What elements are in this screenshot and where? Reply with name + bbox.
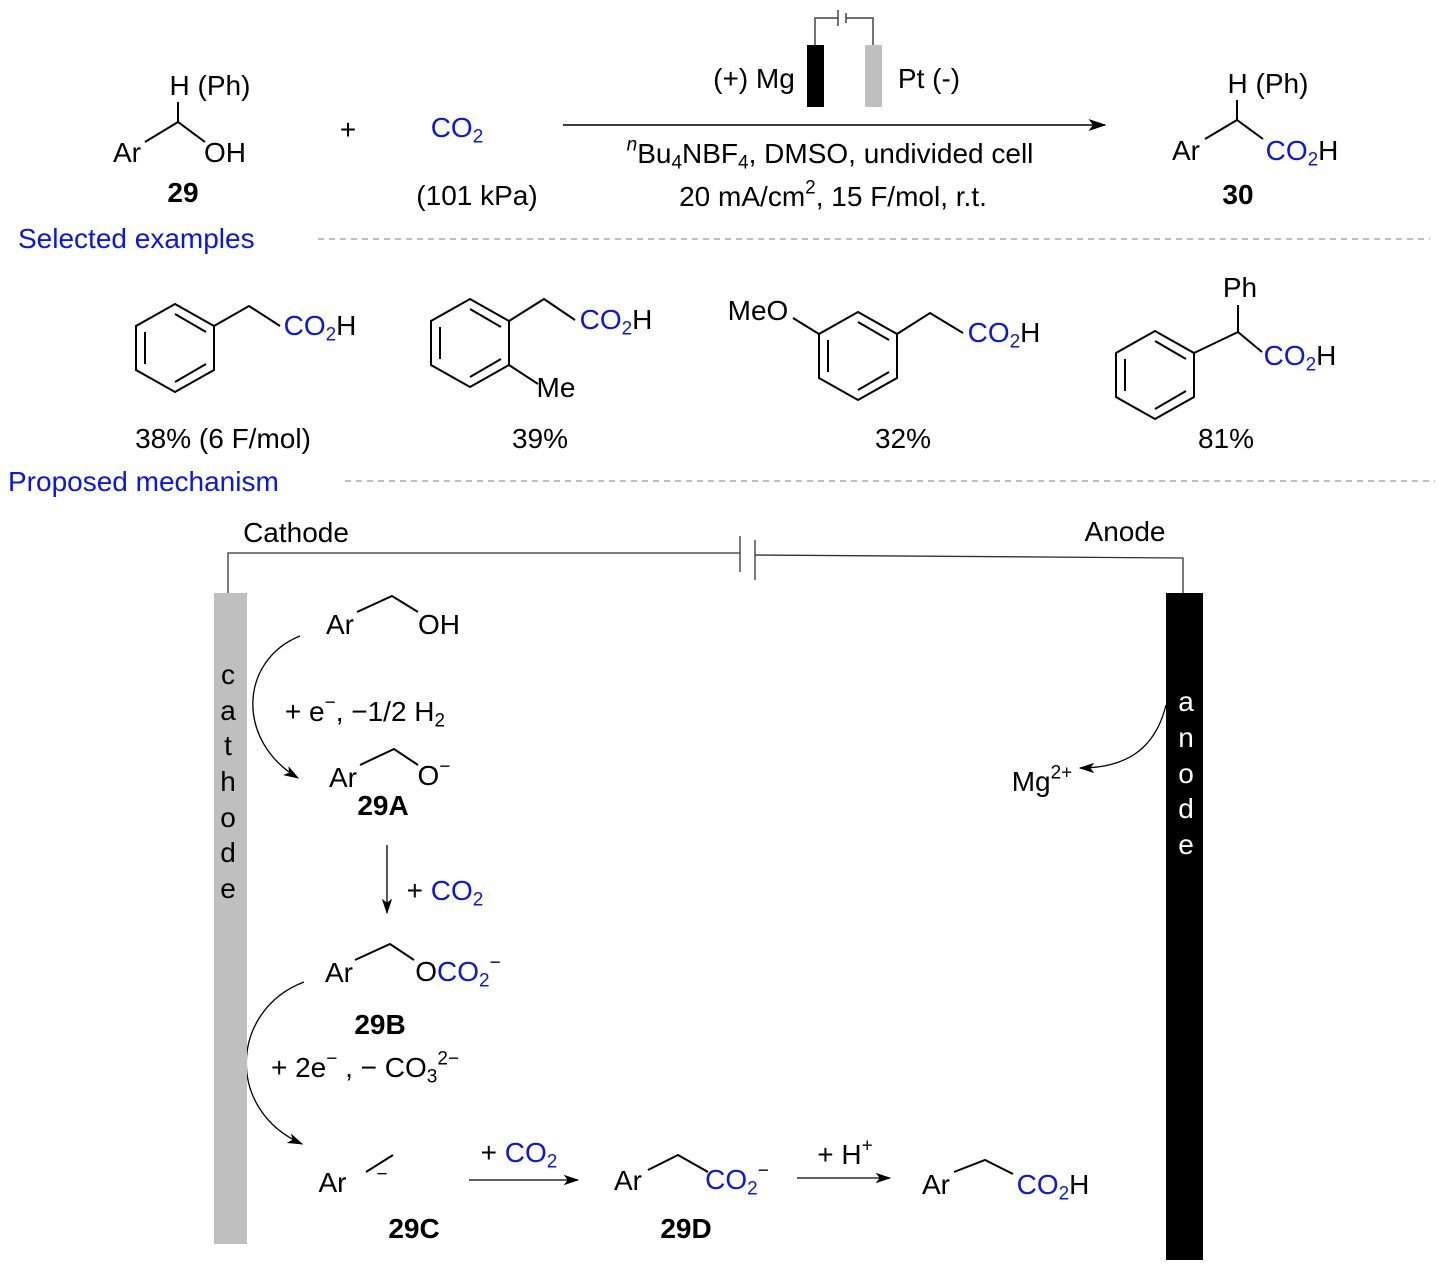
- cathode-material-label: Pt (-): [897, 63, 961, 94]
- step4-reagents: + CO2: [480, 1137, 558, 1173]
- curved-arrow: [252, 635, 301, 779]
- cathode-letter: a: [220, 695, 236, 726]
- curved-arrow: [1078, 704, 1167, 774]
- cathode-label: Cathode: [243, 517, 349, 548]
- start-oh: OH: [418, 609, 460, 640]
- anode-letter: d: [1178, 793, 1194, 824]
- example-2-me: Me: [536, 372, 576, 403]
- cathode-letter: o: [220, 802, 236, 833]
- circuit-wire: [227, 536, 1184, 593]
- anode-bar: [1166, 593, 1203, 1260]
- 29B-ar: Ar: [325, 957, 353, 988]
- cathode-letter: c: [221, 659, 235, 690]
- anode-material-label: (+) Mg: [713, 63, 795, 94]
- example-4-ph: Ph: [1222, 272, 1258, 303]
- compound-label-30: 30: [1222, 179, 1254, 210]
- co2-pressure: (101 kPa): [416, 180, 538, 211]
- anode-letter: e: [1178, 829, 1194, 860]
- compound-label-29A: 29A: [357, 790, 409, 821]
- example-4-yield: 81%: [1197, 423, 1255, 454]
- mechanism-bonds: [354, 594, 1014, 1175]
- benzene-ring: [430, 297, 576, 389]
- step1-reagents: + e−, −1/2 H2: [284, 692, 446, 732]
- benzene-ring: [1115, 305, 1263, 421]
- mechanism-heading: Proposed mechanism: [8, 466, 279, 497]
- 29D-ar: Ar: [614, 1165, 642, 1196]
- reactant-oh: OH: [204, 137, 246, 168]
- product-bonds: [1204, 100, 1264, 140]
- example-3-co2h: CO2H: [967, 317, 1041, 353]
- reactant-ar: Ar: [113, 137, 141, 168]
- 29A-ar: Ar: [329, 762, 357, 793]
- step5-reagents: + H+: [817, 1135, 873, 1170]
- compound-label-29C: 29C: [388, 1213, 440, 1244]
- example-4-co2h: CO2H: [1263, 340, 1337, 376]
- compound-label-29D: 29D: [660, 1213, 712, 1244]
- 29B-carbonate: OCO2−: [415, 952, 501, 992]
- conditions-line-1: nBu4NBF4, DMSO, undivided cell: [626, 134, 1034, 174]
- conditions-line-2: 20 mA/cm2, 15 F/mol, r.t.: [679, 177, 987, 212]
- electrode-wire: [814, 10, 874, 45]
- benzene-ring: [135, 302, 281, 394]
- cathode-letter: t: [224, 730, 232, 761]
- product-co2h: CO2H: [1265, 135, 1339, 171]
- example-2-yield: 39%: [511, 423, 569, 454]
- compound-label-29: 29: [167, 177, 199, 208]
- step2-reagents: + CO2: [406, 875, 484, 911]
- co2-reagent: CO2: [430, 112, 484, 148]
- 29D-carboxylate: CO2−: [705, 1160, 769, 1200]
- anode-letter: a: [1178, 686, 1194, 717]
- example-1-yield: 38% (6 F/mol): [135, 423, 311, 454]
- cathode-letter: h: [220, 766, 236, 797]
- anode-label: Anode: [1084, 516, 1166, 547]
- 29C-carbanion: Ar−: [318, 1163, 388, 1198]
- pt-electrode: [865, 45, 882, 107]
- reactant-substituent: H (Ph): [169, 70, 251, 101]
- final-co2h: CO2H: [1016, 1169, 1090, 1205]
- anode-letter: n: [1178, 722, 1194, 753]
- cathode-bar: [214, 593, 247, 1244]
- compound-label-29B: 29B: [354, 1009, 406, 1040]
- step3-reagents: + 2e− , − CO32−: [270, 1048, 460, 1088]
- plus-sign: +: [339, 114, 357, 145]
- selected-examples-heading: Selected examples: [18, 223, 255, 254]
- 29A-alkoxide: O−: [417, 756, 451, 791]
- example-3-meo: MeO: [727, 295, 789, 326]
- cathode-letter: d: [220, 837, 236, 868]
- mg-electrode: [807, 45, 824, 107]
- start-ar: Ar: [326, 609, 354, 640]
- reactant-bonds: [144, 102, 206, 143]
- benzene-ring: [792, 310, 964, 402]
- product-ar: Ar: [1172, 135, 1200, 166]
- example-1-co2h: CO2H: [283, 310, 357, 346]
- final-ar: Ar: [922, 1169, 950, 1200]
- mg-ion: Mg2+: [1011, 762, 1073, 797]
- example-3-yield: 32%: [874, 423, 932, 454]
- anode-letter: o: [1178, 758, 1194, 789]
- example-2-co2h: CO2H: [579, 304, 653, 340]
- cathode-letter: e: [220, 873, 236, 904]
- product-substituent: H (Ph): [1227, 68, 1309, 99]
